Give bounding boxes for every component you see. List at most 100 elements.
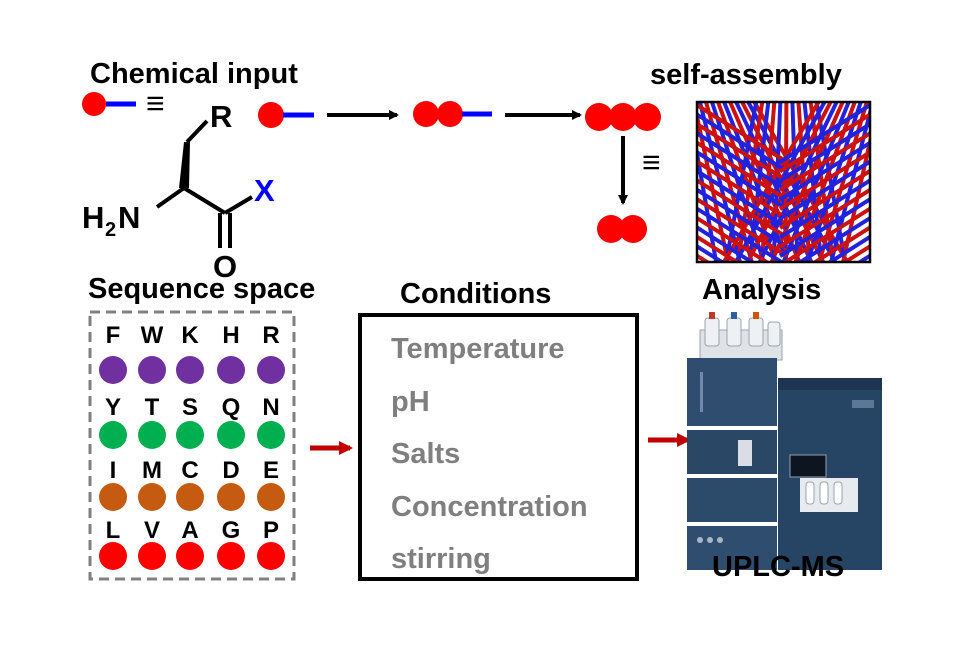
amino-acid-bead	[257, 421, 285, 449]
legend-monomer: ≡	[82, 85, 165, 121]
bond-x	[223, 195, 254, 215]
fiber-strand	[778, 140, 870, 202]
atom-r: R	[210, 99, 232, 134]
amino-acid-bead	[99, 483, 127, 511]
amino-acid-bead	[138, 483, 166, 511]
fiber-strand	[778, 149, 870, 211]
trimer-bead-3	[633, 103, 661, 131]
amino-acid-letter: W	[141, 322, 164, 349]
amino-acid-letter: V	[144, 517, 160, 544]
amino-acid-bead	[176, 421, 204, 449]
equivalence-symbol-fiber: ≡	[642, 144, 661, 180]
fiber-strand	[778, 102, 870, 164]
amino-acid-letter: L	[106, 517, 121, 544]
amino-acid-bead	[217, 483, 245, 511]
fiber-strand	[697, 131, 789, 192]
fiber-strand	[697, 225, 756, 262]
amino-acid-letter: K	[181, 322, 199, 349]
amino-acid-letter: G	[222, 517, 241, 544]
amino-acid-letter: N	[262, 394, 279, 421]
fiber-strand	[697, 140, 789, 202]
condition-item: stirring	[391, 543, 491, 575]
condition-item: Concentration	[391, 491, 588, 523]
instrument-label: UPLC-MS	[712, 551, 844, 583]
sequence-space-box	[88, 310, 296, 581]
atom-h-subscript: 2	[105, 219, 116, 241]
atom-h: H	[82, 200, 104, 235]
bond-n	[155, 186, 186, 209]
amino-acid-letter: R	[262, 322, 279, 349]
analysis-title: Analysis	[702, 274, 821, 306]
trimer-bead-1	[585, 103, 613, 131]
conditions-list: Temperature pH Salts Concentration stirr…	[391, 333, 588, 575]
amino-acid-letter: I	[110, 457, 117, 484]
amino-acid-bead	[138, 542, 166, 570]
bond-r	[185, 119, 209, 144]
fiber-strand	[778, 196, 870, 258]
equivalence-symbol: ≡	[146, 85, 165, 121]
fiber-strand	[697, 112, 789, 174]
fiber-strand	[759, 102, 777, 262]
conditions-box	[358, 313, 639, 581]
amino-acid-letter: Q	[222, 394, 241, 421]
amino-acid-letter: Y	[105, 394, 121, 421]
fiber-strand	[697, 243, 726, 262]
amino-acid-bead	[217, 542, 245, 570]
fiber-strand	[781, 206, 870, 262]
dimer-bead-2	[437, 101, 463, 127]
atom-x: X	[254, 173, 275, 208]
fiber-strand	[697, 168, 789, 230]
fiber-strand	[778, 112, 870, 174]
fiber-strand	[778, 131, 870, 192]
trimer-bead-2	[609, 103, 637, 131]
amino-acid-bead	[176, 356, 204, 384]
fiber-strand	[778, 121, 870, 183]
monomer-bead	[82, 92, 106, 116]
atom-o: O	[213, 249, 237, 284]
fiber-strand	[697, 206, 786, 262]
amino-acid-letter: C	[181, 457, 198, 484]
condition-item: Salts	[391, 438, 460, 470]
sequence-space-title: Sequence space	[88, 273, 315, 305]
amino-acid-letter: E	[263, 457, 279, 484]
fiber-image-frame	[695, 100, 872, 264]
bond-carbonyl	[182, 186, 227, 215]
fiber-strand	[697, 102, 789, 164]
fiber-strand	[697, 121, 789, 183]
amino-acid-bead	[217, 421, 245, 449]
fiber-strand	[697, 196, 789, 258]
fiber-strand	[697, 234, 741, 262]
amino-acid-bead	[176, 483, 204, 511]
product-bead-2	[619, 215, 647, 243]
fiber-bundle-image	[695, 100, 872, 264]
self-assembly-title: self-assembly	[650, 59, 842, 91]
fiber-strand	[697, 159, 789, 221]
wedge-bond	[179, 142, 190, 188]
fiber-strand	[778, 168, 870, 230]
chemical-input-title: Chemical input	[90, 58, 298, 90]
fiber-strand	[697, 102, 742, 262]
fiber-strand	[811, 225, 870, 262]
amino-acid-bead	[138, 421, 166, 449]
dimer-bead-1	[413, 101, 439, 127]
amino-acid-letter: F	[106, 322, 121, 349]
atom-n: N	[118, 200, 140, 235]
product-bead-1	[597, 215, 625, 243]
condition-item: pH	[391, 386, 430, 418]
assembly-pathway: ≡	[258, 101, 661, 243]
amino-acid-bead	[99, 421, 127, 449]
fiber-strand	[733, 102, 827, 262]
uplc-ms-instrument-icon	[687, 312, 882, 570]
fiber-strand	[697, 215, 771, 262]
fiber-strand	[697, 149, 789, 211]
amino-acid-bead	[257, 483, 285, 511]
monomer-bead	[258, 102, 284, 128]
fiber-strand	[778, 159, 870, 221]
amino-acid-letter: M	[142, 457, 162, 484]
amino-acid-letter: D	[222, 457, 239, 484]
fiber-strand	[778, 187, 870, 249]
amino-acid-bead	[99, 542, 127, 570]
condition-item: Temperature	[391, 333, 565, 365]
